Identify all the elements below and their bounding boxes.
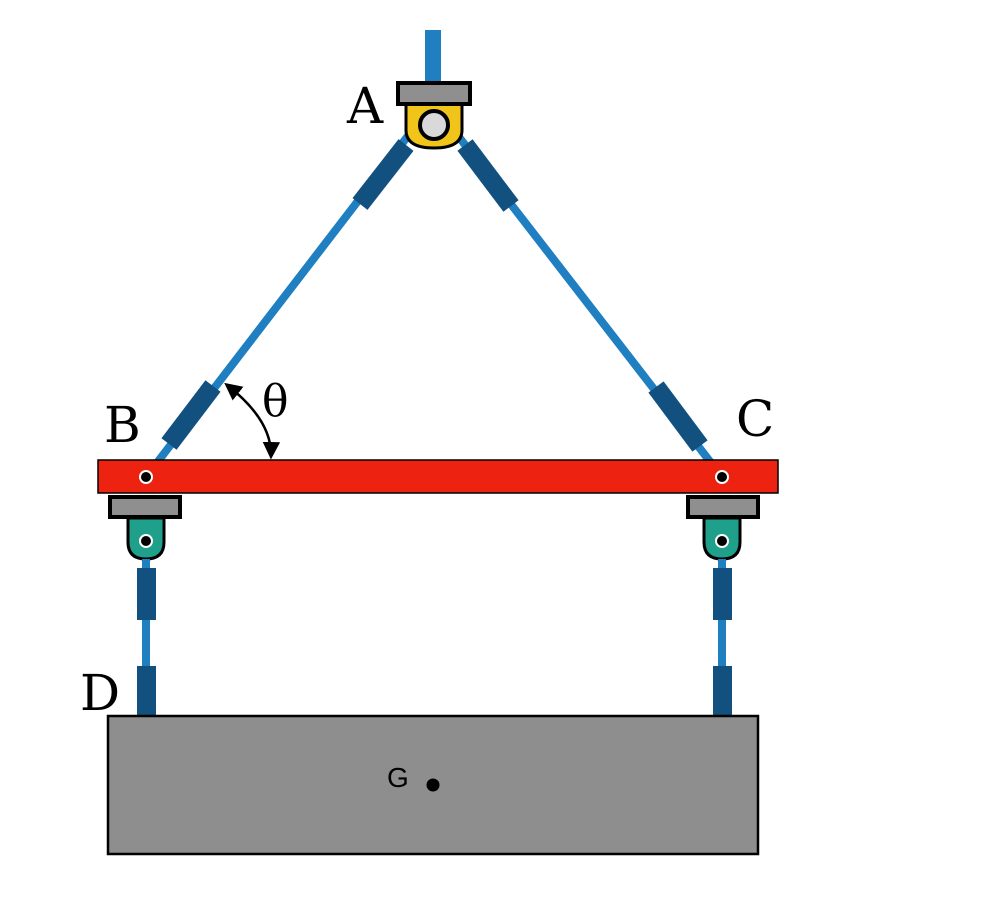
hanger-left-sleeve-lower <box>137 666 156 718</box>
label-point-a: A <box>346 77 384 135</box>
hanger-left <box>137 559 156 718</box>
top-cable <box>425 30 441 86</box>
center-of-gravity-dot <box>426 778 440 792</box>
hook-a <box>396 81 472 150</box>
label-point-d: D <box>80 664 120 722</box>
pin-c <box>715 470 729 484</box>
hanger-right-sleeve-lower <box>713 666 732 718</box>
shackle-left-bracket <box>108 495 182 519</box>
shackle-right-pin <box>715 534 729 548</box>
label-point-b: B <box>104 396 141 454</box>
label-point-g: G <box>387 762 409 793</box>
shackle-right-bracket <box>686 495 760 519</box>
cable-ab-sleeve-lower <box>161 380 221 450</box>
hanger-left-sleeve-upper <box>137 568 156 620</box>
label-point-c: C <box>736 390 774 448</box>
pin-b <box>139 470 153 484</box>
hanger-right-sleeve-upper <box>713 568 732 620</box>
label-theta: θ <box>262 376 289 427</box>
sling-ab <box>142 124 418 481</box>
shackle-left-pin <box>139 534 153 548</box>
hook-a-bracket <box>396 81 472 106</box>
hanger-right <box>713 559 732 718</box>
hook-a-pin <box>418 109 450 141</box>
cable-ab-sleeve-upper <box>352 139 414 210</box>
shackle-right <box>686 495 760 561</box>
sling-ac <box>448 124 726 481</box>
shackle-left <box>108 495 182 561</box>
cable-ac-sleeve-lower <box>648 381 708 452</box>
cable-ac-sleeve-upper <box>457 139 519 212</box>
angle-theta-arc <box>224 382 281 460</box>
spreader-beam <box>97 459 779 494</box>
